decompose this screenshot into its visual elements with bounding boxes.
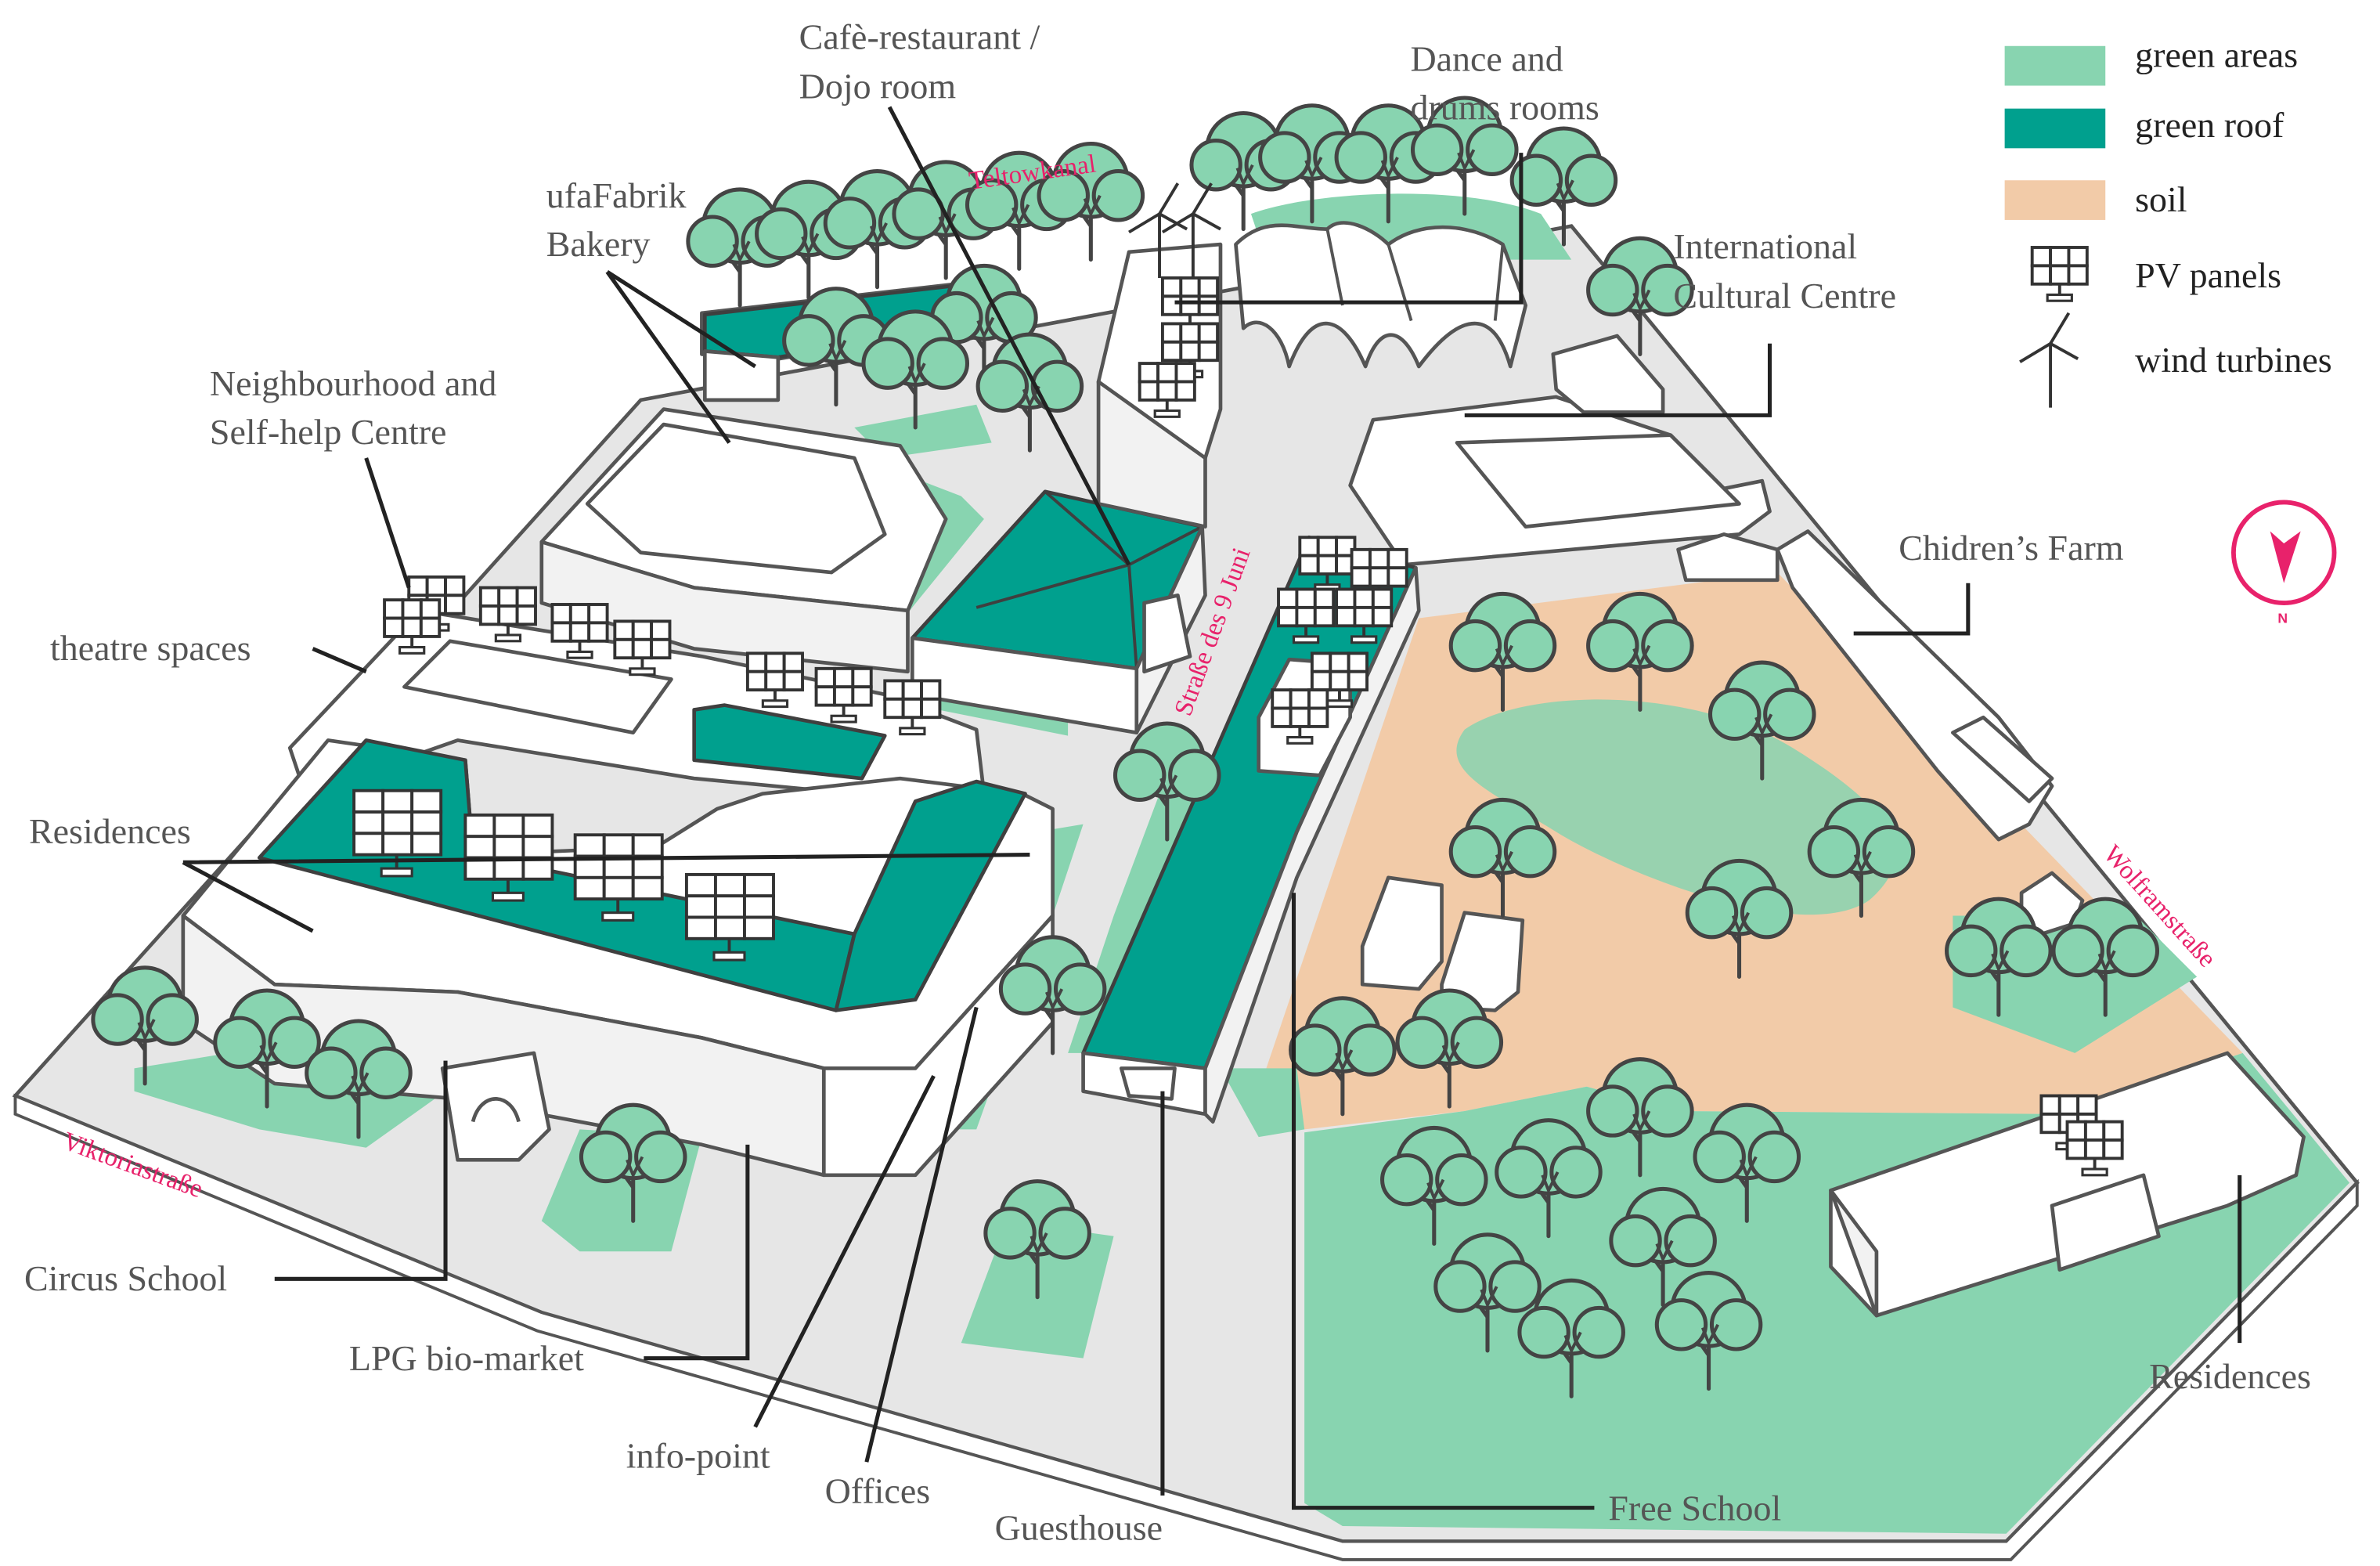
residences-right-end [1829,1188,1879,1318]
theatre-roof-section [402,639,673,735]
ground-edge [13,1093,2359,1561]
circus-school-arch [471,1097,521,1123]
bakery-wall [702,349,781,402]
label-dance-2: drums rooms [1410,87,1599,127]
label-free-school: Free School [1608,1488,1781,1528]
leader-cafe [887,106,1131,566]
dance-tent-ribs [1325,229,1505,322]
theatre-green-roof [692,703,887,781]
green-meadow-yard [1456,699,1895,915]
compass-north-label: N [2277,610,2288,626]
neighbourhood-centre-roof [585,422,887,575]
residences-right-annex [2050,1173,2161,1272]
label-cafe-1: Cafè-restaurant / [799,16,1040,56]
label-cafe-2: Dojo room [799,66,957,106]
legend-text-soil: soil [2135,179,2187,219]
label-circus-school: Circus School [24,1258,227,1298]
label-dance-1: Dance and [1410,38,1563,78]
label-theatre-spaces: theatre spaces [50,628,251,668]
international-centre-annex [1676,532,1780,583]
leader-residences-left [182,853,1030,933]
leader-neighbourhood [364,457,411,589]
label-guesthouse: Guesthouse [995,1508,1163,1548]
label-residences-left: Residences [29,811,191,851]
legend-wind-turbine-icon [2018,311,2080,410]
label-offices: Offices [825,1471,930,1511]
leader-info-point [753,1075,936,1428]
yard-shed-1 [1360,875,1444,991]
legend: green areas green roof soil PV panels wi… [2004,34,2332,410]
compass-circle [2231,500,2337,605]
neighbourhood-centre-wall [539,539,910,674]
label-neighbourhood-1: Neighbourhood and [210,363,496,403]
legend-swatch-soil [2004,180,2106,220]
label-lpg-bio-market: LPG bio-market [349,1338,584,1378]
compass-rose: N [2231,500,2337,626]
green-strip-guesthouse [1220,1068,1305,1138]
free-school-side-wall [1203,565,1421,1124]
label-bakery-2: Bakery [546,224,651,264]
tower-wall [1096,380,1207,529]
legend-text-green-areas: green areas [2135,34,2298,74]
legend-pv-icon [2030,246,2089,303]
leader-circus [274,1060,448,1281]
leader-theatre [312,647,367,674]
residences-right-building [1829,1051,2306,1318]
label-neighbourhood-2: Self-help Centre [210,412,447,452]
leader-dance [1174,153,1524,305]
leader-lpg [644,1144,750,1361]
legend-text-wind-turbines: wind turbines [2135,340,2332,380]
legend-swatch-green-roof [2004,108,2106,149]
international-centre-tower [1551,334,1665,414]
label-info-point: info-point [626,1436,770,1476]
legend-text-pv-panels: PV panels [2135,255,2281,295]
label-childrens-farm: Chidren’s Farm [1899,528,2124,568]
label-international-1: International [1673,226,1857,266]
label-bakery-1: ufaFabrik [546,175,687,215]
leader-offices [864,1006,979,1463]
residences-right-wing-green-roof [834,779,1027,1012]
cafe-annex [1142,593,1192,674]
legend-text-green-roof: green roof [2135,105,2284,145]
label-group: Cafè-restaurant / Dojo room Dance and dr… [24,16,2311,1547]
leader-childrens-farm [1853,583,1971,636]
legend-swatch-green-areas [2004,45,2106,86]
leader-international [1464,343,1772,417]
international-centre-roof [1455,433,1741,529]
guesthouse-entrance [1119,1066,1177,1101]
childrens-farm-gable [1951,715,2054,803]
label-residences-right: Residences [2149,1356,2311,1396]
leader-bakery [605,270,756,444]
label-international-2: Cultural Centre [1673,276,1896,316]
dance-drums-building [1234,221,1528,369]
leader-free-school [1291,893,1595,1510]
compass-arrow-icon [2270,531,2301,583]
